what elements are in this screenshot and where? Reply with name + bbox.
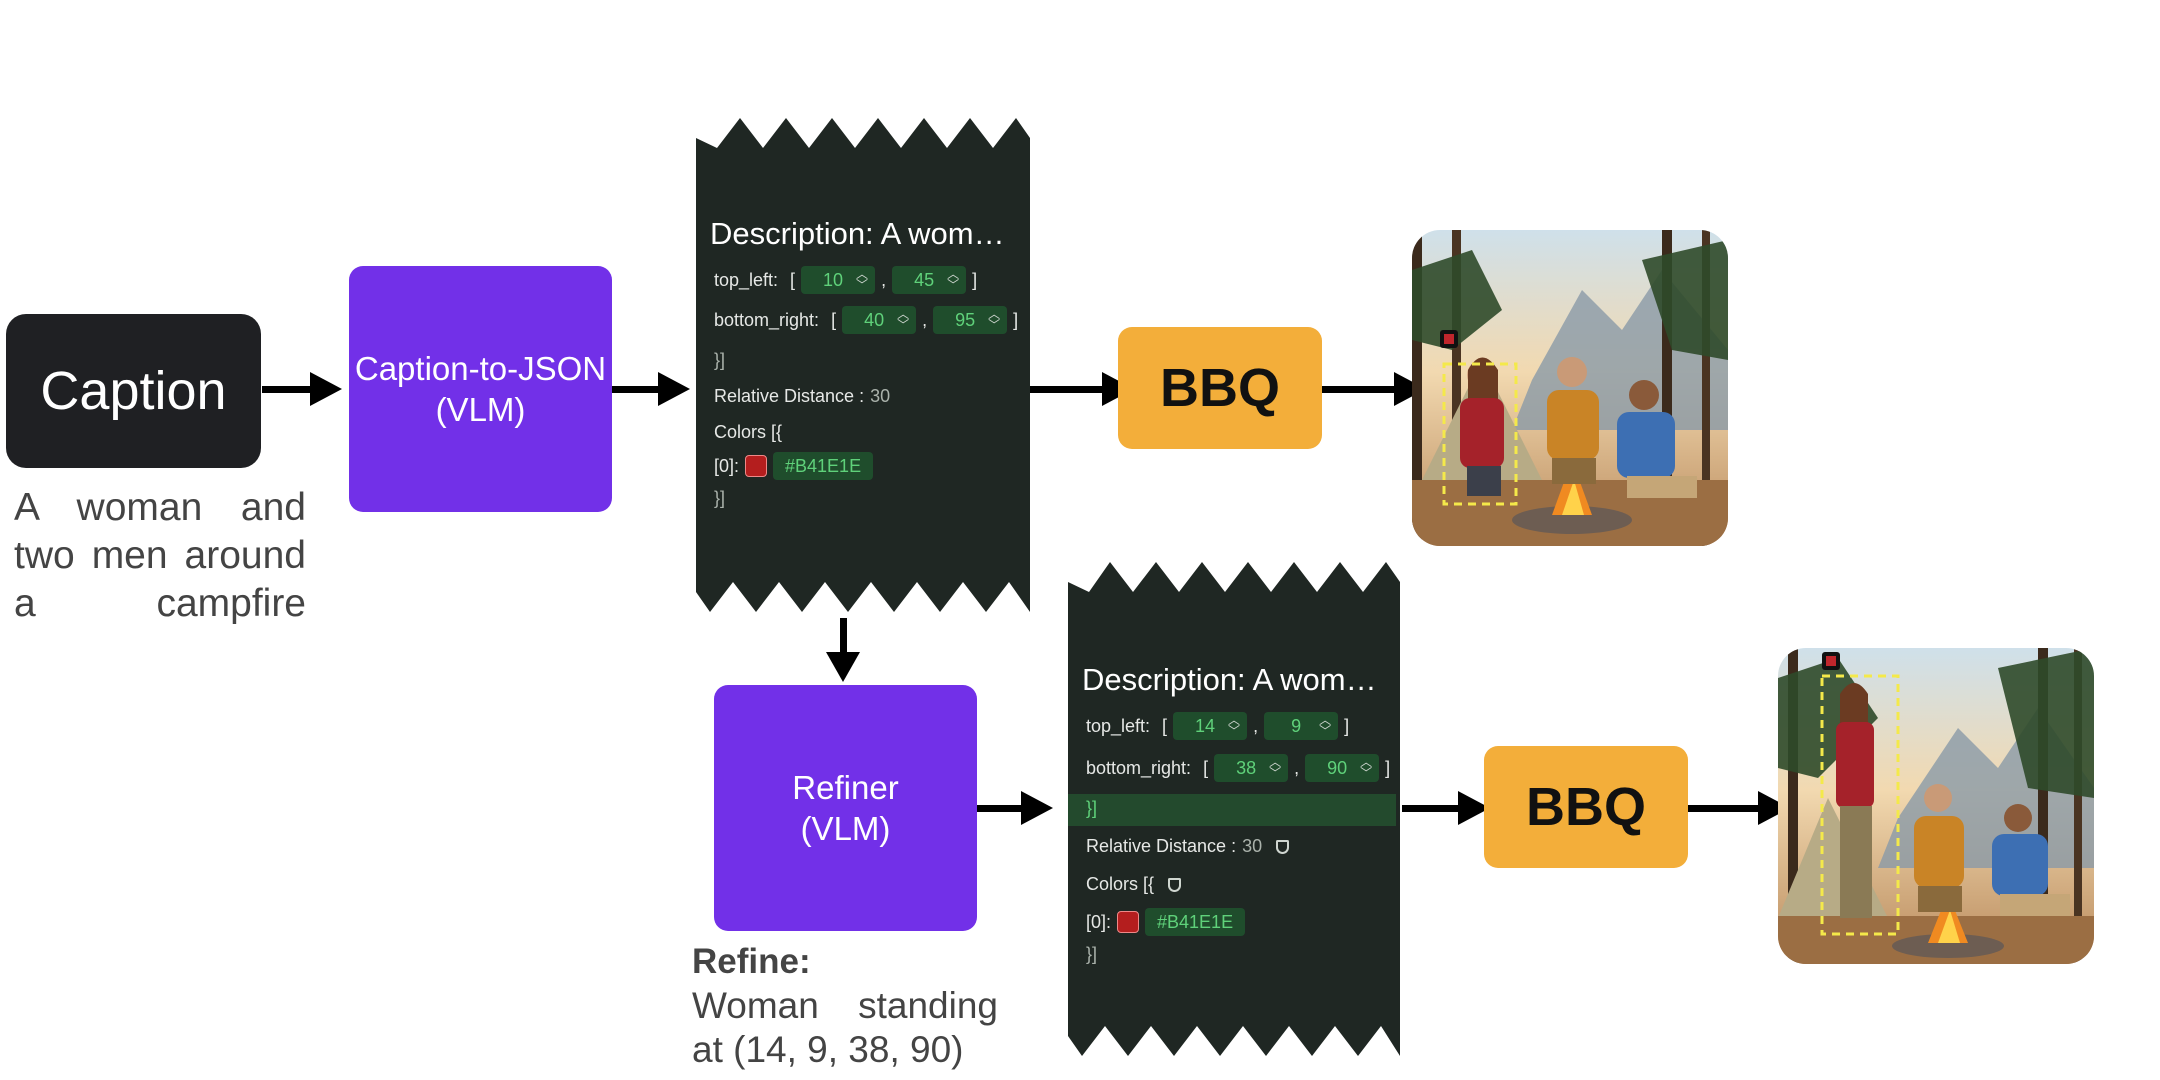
- caption-text: A woman and two men around a campfire: [14, 486, 306, 625]
- refiner-title: Refiner: [792, 768, 899, 806]
- arrow-bbq2-to-image: [1688, 791, 1790, 825]
- bbq-box-1: BBQ: [1118, 327, 1322, 449]
- refine-heading: Refine:: [692, 942, 811, 981]
- shield-icon[interactable]: [1276, 839, 1290, 854]
- top-left-label: top_left:: [714, 269, 779, 290]
- top-left-y-input[interactable]: 45︿﹀: [892, 266, 967, 294]
- color-hex-field[interactable]: #B41E1E: [1145, 908, 1246, 936]
- bottom-right-row: bottom_right: [ 40︿﹀ , 95︿﹀ ]: [714, 306, 1019, 334]
- colors-close: }]: [1086, 944, 1098, 964]
- color-index: [0]:: [714, 455, 740, 476]
- bbox-close: }]: [714, 350, 726, 370]
- stepper-icon[interactable]: ︿﹀: [988, 307, 1001, 332]
- relative-distance-value: 30: [870, 386, 891, 406]
- relative-distance-label: Relative Distance :: [1086, 836, 1237, 856]
- stepper-icon[interactable]: ︿﹀: [897, 307, 910, 332]
- refine-line-2: at (14, 9, 38, 90): [692, 1029, 964, 1070]
- caption-to-json-subtitle: (VLM): [435, 391, 526, 428]
- color-hex-field[interactable]: #B41E1E: [773, 452, 874, 480]
- arrow-vlm-to-json: [612, 372, 690, 406]
- top-left-x-input[interactable]: 14︿﹀: [1173, 712, 1248, 740]
- json-description: Description: A woman and two men around …: [1082, 662, 1390, 697]
- bottom-right-label: bottom_right:: [714, 309, 820, 330]
- caption-to-json-box: Caption-to-JSON (VLM): [349, 266, 612, 512]
- stepper-icon[interactable]: ︿﹀: [1269, 755, 1282, 780]
- color-swatch[interactable]: [745, 455, 768, 477]
- color-marker-2: [1826, 656, 1836, 666]
- stepper-icon[interactable]: ︿﹀: [1228, 713, 1241, 738]
- caption-label: Caption: [40, 361, 227, 421]
- color-marker-1: [1444, 334, 1454, 344]
- stepper-icon[interactable]: ︿﹀: [1319, 713, 1332, 738]
- color-index: [0]:: [1086, 911, 1112, 932]
- top-left-label: top_left:: [1086, 715, 1151, 736]
- highlighted-row: [1068, 794, 1396, 826]
- arrow-caption-to-vlm: [262, 372, 342, 406]
- arrow-json-to-bbq: [1030, 372, 1134, 406]
- refine-note: Refine: Woman standing at (14, 9, 38, 90…: [692, 940, 998, 1072]
- generated-image-2: [1778, 648, 2094, 964]
- relative-distance-row: Relative Distance : 30: [1086, 836, 1290, 857]
- top-left-row: top_left: [ 14︿﹀ , 9︿﹀ ]: [1086, 712, 1350, 740]
- bounding-box-2: [1820, 674, 1900, 936]
- colors-label: Colors [{: [1086, 874, 1155, 894]
- json-description: Description: A woman and two men around …: [710, 216, 1020, 251]
- relative-distance-row: Relative Distance : 30: [714, 386, 890, 407]
- colors-label: Colors [{: [714, 422, 783, 442]
- campfire-scene-1: [1412, 230, 1728, 546]
- json-card-1-shape: [696, 118, 1030, 612]
- relative-distance-value: 30: [1242, 836, 1263, 856]
- generated-image-1: [1412, 230, 1728, 546]
- relative-distance-label: Relative Distance :: [714, 386, 865, 406]
- caption-box: Caption: [6, 314, 261, 468]
- bbq-label: BBQ: [1526, 777, 1646, 837]
- json-card-1: Description: A woman and two men around …: [696, 118, 1030, 612]
- colors-row: Colors [{: [1086, 874, 1182, 895]
- refiner-box: Refiner (VLM): [714, 685, 977, 931]
- bbox-close: }]: [1086, 798, 1098, 818]
- bottom-right-x-input[interactable]: 40︿﹀: [842, 306, 917, 334]
- color-row: [0]: #B41E1E: [714, 452, 874, 480]
- refiner-subtitle: (VLM): [800, 810, 891, 847]
- top-left-y-input[interactable]: 9︿﹀: [1264, 712, 1339, 740]
- top-left-row: top_left: [ 10︿﹀ , 45︿﹀ ]: [714, 266, 978, 294]
- stepper-icon[interactable]: ︿﹀: [947, 267, 960, 292]
- json-card-2: Description: A woman and two men around …: [1068, 562, 1400, 1056]
- bottom-right-row: bottom_right: [ 38︿﹀ , 90︿﹀ ]: [1086, 754, 1391, 782]
- shield-icon[interactable]: [1168, 877, 1182, 892]
- arrow-json2-to-bbq: [1402, 791, 1490, 825]
- top-left-x-input[interactable]: 10︿﹀: [801, 266, 876, 294]
- bottom-right-label: bottom_right:: [1086, 757, 1192, 778]
- bottom-right-y-input[interactable]: 95︿﹀: [933, 306, 1008, 334]
- color-row: [0]: #B41E1E: [1086, 908, 1246, 936]
- campfire-scene-2: [1778, 648, 2094, 964]
- bbq-box-2: BBQ: [1484, 746, 1688, 868]
- stepper-icon[interactable]: ︿﹀: [1360, 755, 1373, 780]
- colors-close: }]: [714, 488, 726, 508]
- bbq-label: BBQ: [1160, 358, 1280, 418]
- refine-line-1: Woman standing: [692, 985, 998, 1026]
- bottom-right-x-input[interactable]: 38︿﹀: [1214, 754, 1289, 782]
- stepper-icon[interactable]: ︿﹀: [856, 267, 869, 292]
- bounding-box-1: [1442, 362, 1518, 506]
- arrow-bbq-to-image: [1322, 372, 1426, 406]
- arrow-json-to-refiner: [826, 618, 860, 682]
- bottom-right-y-input[interactable]: 90︿﹀: [1305, 754, 1380, 782]
- color-swatch[interactable]: [1117, 911, 1140, 933]
- arrow-refiner-to-json: [977, 791, 1053, 825]
- caption-to-json-title: Caption-to-JSON: [354, 349, 607, 387]
